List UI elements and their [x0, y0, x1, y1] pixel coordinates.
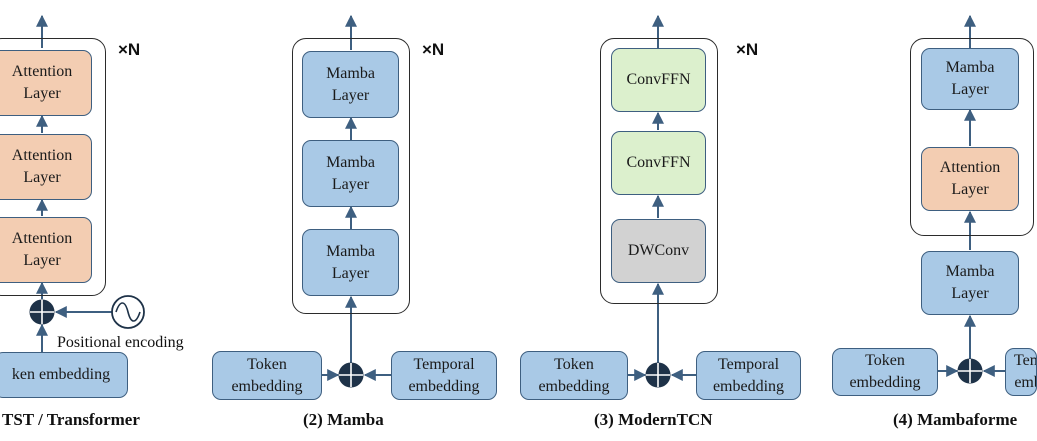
mamba-layer: Mamba Layer — [302, 51, 399, 118]
temporal-embedding: Temporal embedding — [391, 351, 497, 400]
repeat-group — [600, 38, 718, 304]
panel-caption: (4) Mambaforme — [893, 410, 1018, 429]
adder-icon — [29, 299, 55, 325]
repeat-count: ×N — [736, 40, 759, 59]
mamba-layer: Mamba Layer — [302, 229, 399, 296]
token-embedding: ken embedding — [0, 352, 128, 398]
token-embedding: Token embedding — [212, 351, 322, 400]
repeat-count: ×N — [118, 40, 141, 59]
repeat-group — [292, 38, 410, 314]
dwconv-block: DWConv — [611, 219, 706, 283]
adder-icon — [957, 358, 983, 384]
panel-caption: TST / Transformer — [2, 410, 140, 429]
repeat-count: ×N — [422, 40, 445, 59]
repeat-group — [0, 38, 106, 296]
mamba-layer: Mamba Layer — [921, 48, 1019, 110]
positional-encoding-label: Positional encoding — [57, 334, 184, 351]
mamba-layer: Mamba Layer — [302, 140, 399, 207]
attention-layer: Attention Layer — [0, 50, 92, 116]
convffn-block: ConvFFN — [611, 48, 706, 112]
token-embedding: Token embedding — [520, 351, 628, 400]
temporal-embedding: Temporal embedding — [696, 351, 801, 400]
temporal-embedding: Tem emb — [1005, 348, 1037, 396]
convffn-block: ConvFFN — [611, 131, 706, 195]
repeat-group — [910, 38, 1034, 236]
panel-caption: (2) Mamba — [303, 410, 384, 429]
panel-caption: (3) ModernTCN — [594, 410, 713, 429]
attention-layer: Attention Layer — [0, 134, 92, 200]
mamba-layer: Mamba Layer — [921, 251, 1019, 315]
attention-layer: Attention Layer — [0, 217, 92, 283]
attention-layer: Attention Layer — [921, 147, 1019, 211]
sine-wave-icon — [111, 295, 145, 329]
adder-icon — [338, 362, 364, 388]
token-embedding: Token embedding — [832, 348, 938, 396]
adder-icon — [645, 362, 671, 388]
